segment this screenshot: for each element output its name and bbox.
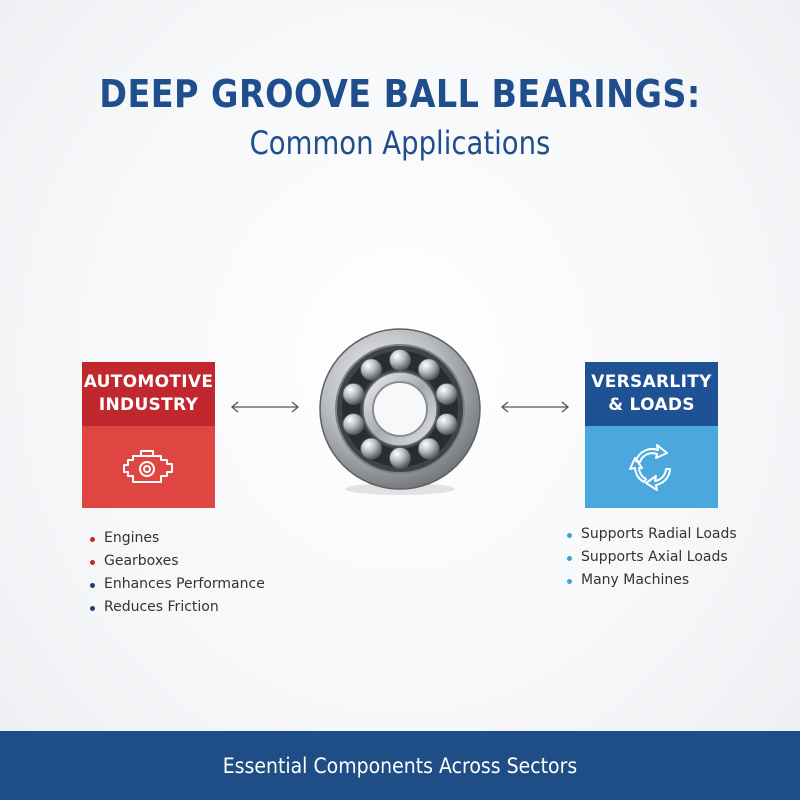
bullet-dot [567,556,572,561]
automotive-title-line1: AUTOMOTIVE [83,372,214,392]
versatility-card-body [585,426,718,508]
engine-icon [122,450,173,483]
bullet-dot [567,533,572,538]
bearing-ball [435,383,458,405]
footer-banner: Essential Components Across Sectors [0,731,800,800]
versatility-card: VERSARLITY & LOADS [585,362,718,508]
bullet-dot [90,606,95,611]
versatility-title-line1: VERSARLITY [591,372,712,392]
bullet-dot [567,579,572,584]
versatility-card-header: VERSARLITY & LOADS [585,362,718,426]
list-item-label: Engines [104,530,160,546]
bearing-ball [360,358,383,381]
bearing-ball [342,383,365,405]
list-item-label: Supports Axial Loads [581,549,728,565]
double-arrow-icon [500,401,570,413]
bearing-ball [389,447,411,469]
bullet-dot [90,537,95,542]
automotive-title-line2: INDUSTRY [98,395,199,415]
page-subtitle: Common Applications [249,124,551,162]
automotive-card-header: AUTOMOTIVE INDUSTRY [82,362,215,426]
list-item-label: Supports Radial Loads [581,526,737,542]
bullet-dot [90,583,95,588]
list-item-label: Enhances Performance [104,576,265,592]
list-item-label: Many Machines [581,572,690,588]
bearing-ball [417,437,440,460]
list-item: Enhances Performance [90,573,265,596]
automotive-list: Engines Gearboxes Enhances Performance R… [90,527,265,619]
cycle-arrows-icon [628,444,671,491]
list-item-label: Reduces Friction [104,599,219,615]
double-arrow-icon [230,401,300,413]
bullet-dot [90,560,95,565]
versatility-list: Supports Radial Loads Supports Axial Loa… [567,523,737,592]
list-item: Supports Axial Loads [567,546,737,569]
list-item: Supports Radial Loads [567,523,737,546]
bearing-ball [435,413,458,435]
list-item-label: Gearboxes [104,553,179,569]
page-title: DEEP GROOVE BALL BEARINGS: [99,72,701,116]
versatility-title-line2: & LOADS [608,395,695,415]
list-item: Gearboxes [90,550,265,573]
ball-bearing-icon [319,328,481,495]
footer-text: Essential Components Across Sectors [222,753,578,778]
list-item: Many Machines [567,569,737,592]
bearing-ball [342,413,365,435]
automotive-card: AUTOMOTIVE INDUSTRY [82,362,215,508]
bearing-ball [360,437,383,460]
bearing-ball [389,349,411,371]
list-item: Engines [90,527,265,550]
list-item: Reduces Friction [90,596,265,619]
bearing-ball [417,358,440,381]
automotive-card-body [82,426,215,508]
